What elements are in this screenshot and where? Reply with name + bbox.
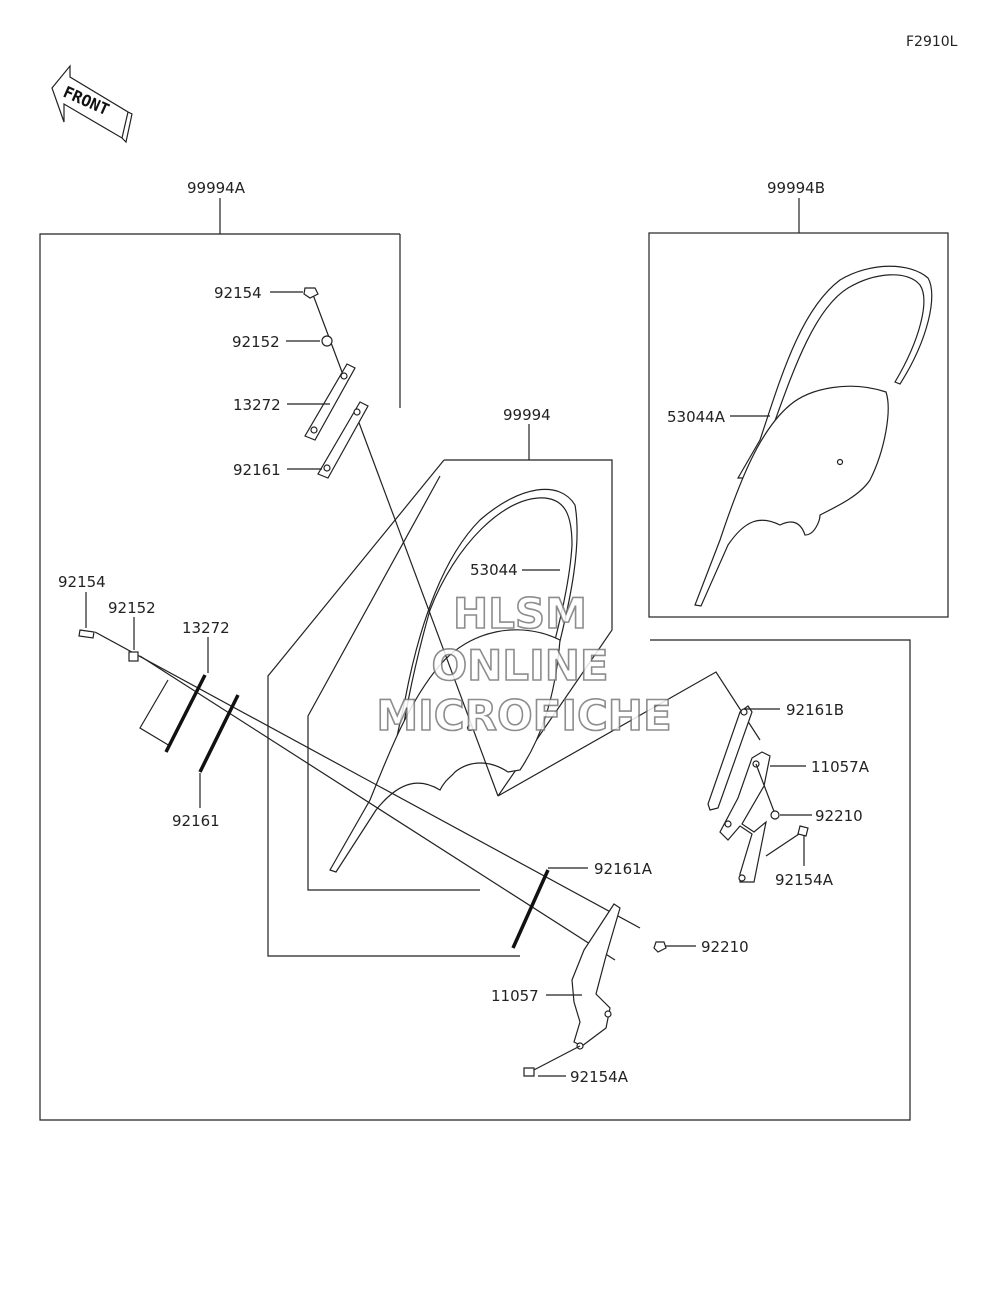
label-13272-top: 13272 xyxy=(233,396,281,414)
bracket-11057 xyxy=(571,903,621,1047)
washer-92161-left xyxy=(198,694,240,773)
windshield-main xyxy=(329,488,578,873)
screw-92154A-right xyxy=(797,825,809,837)
bracket-11057A-assembly xyxy=(707,705,809,883)
watermark-line-3: MICROFICHE xyxy=(376,691,671,740)
watermark-line-2: ONLINE xyxy=(431,641,608,690)
label-92210-low: 92210 xyxy=(701,938,749,956)
nut-92152-left xyxy=(128,651,139,662)
kit-main-label: 99994 xyxy=(503,406,551,424)
label-92210-right: 92210 xyxy=(815,807,863,825)
label-13272-left: 13272 xyxy=(182,619,230,637)
label-92154A-right: 92154A xyxy=(775,871,834,889)
watermark: HLSM ONLINE MICROFICHE xyxy=(376,588,673,741)
kit-main-box xyxy=(267,424,761,957)
screw-92154-left xyxy=(78,629,95,639)
label-92161B: 92161B xyxy=(786,701,844,719)
left-hardware xyxy=(78,629,641,961)
label-92154-left: 92154 xyxy=(58,573,106,591)
label-92152-left: 92152 xyxy=(108,599,156,617)
washer-92161B xyxy=(707,705,753,811)
top-hardware xyxy=(303,287,499,797)
screw-92154A-low xyxy=(523,1067,535,1077)
label-53044A: 53044A xyxy=(667,408,726,426)
kit-b-label: 99994B xyxy=(767,179,825,197)
label-11057: 11057 xyxy=(491,987,539,1005)
kit-a-label: 99994A xyxy=(187,179,246,197)
watermark-line-1: HLSM xyxy=(453,589,587,638)
diagram-code: F2910L xyxy=(906,34,958,50)
grommet-13272-left xyxy=(164,674,207,753)
front-arrow-icon: FRONT xyxy=(51,64,133,144)
label-53044: 53044 xyxy=(470,561,518,579)
kit-b-box xyxy=(648,198,949,618)
windshield-kit-b xyxy=(694,265,933,607)
bracket-11057-assembly xyxy=(523,903,667,1077)
label-11057A: 11057A xyxy=(811,758,870,776)
nut-92210-low xyxy=(653,941,667,953)
washer-92161-top xyxy=(317,401,369,479)
label-92152-top: 92152 xyxy=(232,333,280,351)
label-92161-top: 92161 xyxy=(233,461,281,479)
label-92154A-low: 92154A xyxy=(570,1068,629,1086)
label-92161A: 92161A xyxy=(594,860,653,878)
nut-92210-right xyxy=(770,810,780,820)
washer-92161A xyxy=(511,869,550,949)
nut-92152-top xyxy=(321,335,333,347)
label-92161-left: 92161 xyxy=(172,812,220,830)
kit-a-box xyxy=(39,198,911,1121)
label-92154-top: 92154 xyxy=(214,284,262,302)
grommet-13272-top xyxy=(304,363,356,441)
screw-92154-top xyxy=(303,287,319,299)
